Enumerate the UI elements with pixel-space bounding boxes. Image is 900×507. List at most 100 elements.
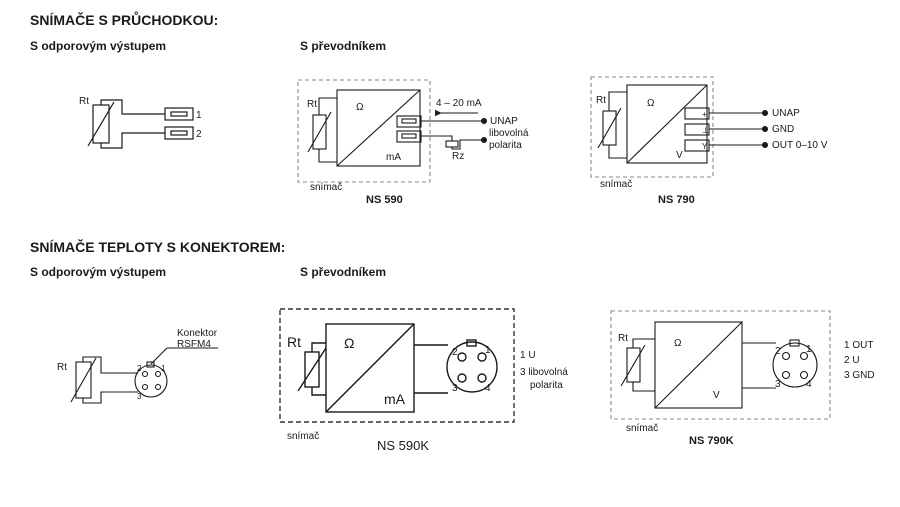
d4-pin2-label: 2 bbox=[137, 364, 142, 373]
d3-unap-label: UNAP bbox=[772, 108, 800, 119]
d3-sensor-boundary bbox=[590, 76, 714, 178]
d1-pin2-label: 2 bbox=[196, 129, 202, 140]
d2-wire-rz bbox=[451, 139, 483, 150]
d6-pin-3 bbox=[781, 370, 791, 380]
d4-wire-bottom bbox=[82, 391, 138, 404]
d5-rt-label: Rt bbox=[287, 334, 301, 350]
d2-rt-label: Rt bbox=[307, 99, 317, 110]
d5-pin1-label: 1 bbox=[485, 345, 491, 356]
d2-current-label: 4 – 20 mA bbox=[436, 98, 482, 109]
d1-wire-bottom bbox=[100, 132, 165, 149]
d1-terminal-1-slot bbox=[170, 111, 188, 117]
d5-connector-body bbox=[446, 341, 498, 393]
d3-node-gnd bbox=[761, 125, 769, 133]
d2-polarita-label: polarita bbox=[489, 140, 522, 151]
d6-pin-4 bbox=[799, 370, 809, 380]
d4-rsfm-label: RSFM4 bbox=[177, 339, 211, 350]
d5-wire-bottom bbox=[311, 387, 326, 396]
section1-col-resistive: S odporovým výstupem bbox=[30, 39, 166, 53]
d6-label-3: 3 GND bbox=[844, 370, 875, 381]
d5-sensor-boundary bbox=[279, 308, 515, 423]
d6-pin-1 bbox=[799, 351, 809, 361]
d6-pin2-label: 2 bbox=[775, 346, 781, 357]
diagram-ns790: Rt Ω V + ⊥ Y UNAP GND OUT 0–10 V snímač … bbox=[590, 76, 828, 206]
d2-unap-label: UNAP bbox=[490, 116, 518, 127]
d6-converter-diagonal bbox=[654, 321, 743, 409]
d2-ma-label: mA bbox=[386, 152, 401, 163]
d6-snimac-label: snímač bbox=[626, 423, 658, 434]
diagram-resistive-connector: Rt 2 1 3 Konektor RSFM4 bbox=[57, 328, 218, 404]
d6-wire-top bbox=[632, 338, 655, 348]
d2-converter-box bbox=[336, 89, 421, 167]
d4-pin-3 bbox=[141, 383, 149, 391]
d1-terminal-2 bbox=[164, 126, 194, 140]
d3-wire-top bbox=[608, 91, 627, 111]
d5-connector-key bbox=[466, 339, 477, 347]
d3-ohm-label: Ω bbox=[647, 98, 655, 109]
d6-pin4-label: 4 bbox=[806, 379, 812, 390]
d4-connector-key bbox=[146, 361, 155, 368]
d4-connector-leader bbox=[150, 347, 218, 365]
d6-pin-2 bbox=[781, 351, 791, 361]
d6-label-2: 2 U bbox=[844, 355, 860, 366]
d2-caption: NS 590 bbox=[366, 194, 403, 206]
d3-node-out bbox=[761, 141, 769, 149]
d1-rt-label: Rt bbox=[79, 96, 89, 107]
d5-caption: NS 590K bbox=[377, 438, 429, 453]
d2-terminal-1-slot bbox=[401, 118, 417, 124]
d5-pin-3 bbox=[457, 373, 467, 383]
d2-wire-bottom bbox=[318, 149, 337, 163]
d5-polarita-label: polarita bbox=[530, 380, 563, 391]
d4-resistor-slash bbox=[70, 357, 97, 403]
d5-snimac-label: snímač bbox=[287, 431, 319, 442]
d2-rz-label: Rz bbox=[452, 151, 464, 162]
d3-term-plus-label: + bbox=[702, 110, 707, 119]
d4-pin-4 bbox=[154, 383, 162, 391]
diagram-ns590: Rt Ω mA 4 – 20 mA UNAP libovolná polarit… bbox=[297, 79, 529, 206]
d6-v-label: V bbox=[713, 390, 720, 401]
d4-wire-top bbox=[82, 356, 138, 374]
d6-resistor-slash bbox=[620, 344, 646, 387]
d5-converter-diagonal bbox=[325, 323, 415, 413]
d2-node-unap bbox=[480, 117, 488, 125]
d5-label-3: 3 libovolná bbox=[520, 367, 568, 378]
d6-ohm-label: Ω bbox=[674, 338, 682, 349]
d5-pin-2 bbox=[457, 352, 467, 362]
d6-pin1-label: 1 bbox=[806, 344, 812, 355]
d4-connector-body bbox=[134, 364, 168, 398]
d5-ma-label: mA bbox=[384, 391, 406, 407]
section1-col-converter: S převodníkem bbox=[300, 39, 386, 53]
d2-wire-out2 bbox=[421, 135, 453, 141]
d5-pin-4 bbox=[477, 373, 487, 383]
d5-pin3-label: 3 bbox=[452, 383, 458, 394]
d4-pin1-label: 1 bbox=[161, 364, 166, 373]
d4-pin-1 bbox=[154, 370, 162, 378]
d2-converter-diagonal bbox=[336, 89, 421, 167]
d2-resistor-slash bbox=[307, 111, 332, 153]
d3-caption: NS 790 bbox=[658, 194, 695, 206]
d4-rt-label: Rt bbox=[57, 362, 67, 373]
diagram-ns790k: Rt Ω V 2 1 3 4 1 OUT 2 U 3 GND snímač NS… bbox=[610, 310, 875, 447]
d2-ohm-label: Ω bbox=[356, 102, 364, 113]
diagram-ns590k: Rt Ω mA 2 1 3 4 1 U 3 libovolná polarita… bbox=[279, 308, 568, 453]
d4-connector-label: Konektor bbox=[177, 328, 218, 339]
d1-resistor-slash bbox=[87, 101, 115, 147]
d6-pin3-label: 3 bbox=[775, 379, 781, 390]
d5-wire-top bbox=[311, 342, 326, 352]
d4-pin-2 bbox=[141, 370, 149, 378]
d3-v-label: V bbox=[676, 150, 683, 161]
d1-wire-top bbox=[100, 99, 165, 115]
d3-gnd-label: GND bbox=[772, 124, 794, 135]
d2-node-2 bbox=[480, 136, 488, 144]
d2-terminal-2 bbox=[396, 130, 422, 143]
d6-rt-label: Rt bbox=[618, 333, 628, 344]
d2-terminal-1 bbox=[396, 115, 422, 128]
d3-resistor-slash bbox=[597, 107, 622, 149]
d2-terminal-2-slot bbox=[401, 133, 417, 139]
section1-title: SNÍMAČE S PRŮCHODKOU: bbox=[30, 10, 218, 28]
d6-sensor-boundary bbox=[610, 310, 831, 420]
d6-caption: NS 790K bbox=[689, 435, 734, 447]
d3-node-unap bbox=[761, 109, 769, 117]
d2-wire-top bbox=[318, 97, 337, 115]
